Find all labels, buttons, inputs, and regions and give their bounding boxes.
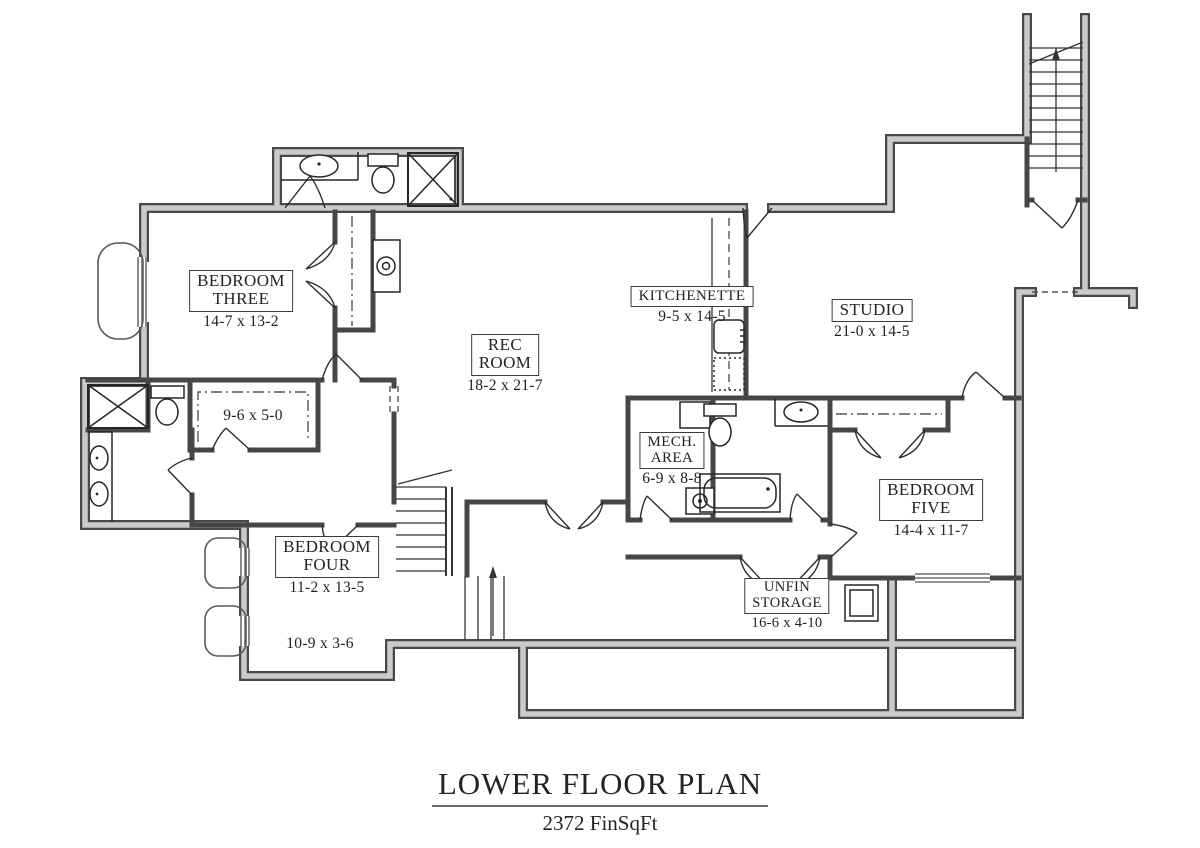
door-stair-hall-double	[544, 501, 604, 530]
top-bath-counter	[281, 152, 359, 181]
left-bath-shower-icon	[87, 384, 149, 429]
top-bath-sink-icon	[299, 154, 339, 178]
floor-plan-canvas	[80, 13, 1138, 719]
door-mid-bathroom	[789, 493, 824, 521]
door-left-bathroom	[167, 457, 193, 496]
door-bedroom-five	[829, 523, 858, 559]
dashed-openings	[197, 216, 1078, 442]
window-well-bedroom-three	[97, 242, 144, 340]
bathtub-icon	[699, 473, 781, 513]
room-label-mech-area: MECH.AREA 6-9 x 8-8	[639, 432, 705, 488]
stairs-top-right	[1028, 41, 1084, 172]
stair-up-arrow-top	[1052, 48, 1060, 60]
left-bath-toilet-icon	[155, 398, 179, 426]
mid-bath-sink-icon	[783, 401, 819, 423]
windows	[97, 242, 990, 657]
mid-bath-counter	[774, 398, 828, 427]
top-bath-toilet-tank	[367, 153, 399, 167]
top-bath-shower-icon	[407, 152, 459, 207]
plan-title: LOWER FLOOR PLAN	[431, 766, 769, 807]
mid-bath-toilet-icon	[708, 417, 732, 447]
door-bedroom-three-closet	[305, 241, 336, 309]
left-bath-sink-2	[89, 481, 109, 507]
dim-label-hall-closet: 9-6 x 5-0	[223, 407, 283, 424]
stairs-center	[396, 469, 505, 640]
door-bedroom-three	[321, 353, 363, 381]
door-studio-vestibule	[961, 371, 1006, 399]
mid-bath-toilet-tank	[703, 403, 737, 417]
door-hall-closet	[211, 427, 251, 451]
left-bath-toilet-tank	[150, 385, 185, 399]
plan-square-footage: 2372 FinSqFt	[542, 811, 658, 835]
door-mech-area	[639, 495, 673, 521]
title-block: LOWER FLOOR PLAN 2372 FinSqFt	[0, 766, 1200, 836]
exterior-walls	[80, 13, 1138, 719]
door-top-bathroom	[284, 175, 326, 209]
room-label-studio: STUDIO 21-0 x 14-5	[831, 299, 913, 341]
door-bedroom-five-closet	[854, 429, 926, 459]
left-bath-sink-1	[89, 445, 109, 471]
window-bedroom-three	[134, 257, 147, 327]
door-storage-double	[739, 556, 821, 586]
top-bath-toilet-icon	[371, 166, 395, 194]
window-well-bedroom-four-a	[204, 537, 247, 589]
fixtures	[87, 152, 879, 622]
room-label-kitchenette: KITCHENETTE 9-5 x 14-5	[630, 286, 754, 326]
door-stair-landing	[1031, 199, 1079, 229]
left-bath-counter	[88, 431, 113, 522]
window-well-bedroom-four-b	[204, 605, 247, 657]
door-rec-room	[742, 207, 773, 239]
kitchenette-dishwasher-icon	[713, 357, 745, 391]
dim-label-bedroom-four-alcove: 10-9 x 3-6	[286, 635, 354, 652]
